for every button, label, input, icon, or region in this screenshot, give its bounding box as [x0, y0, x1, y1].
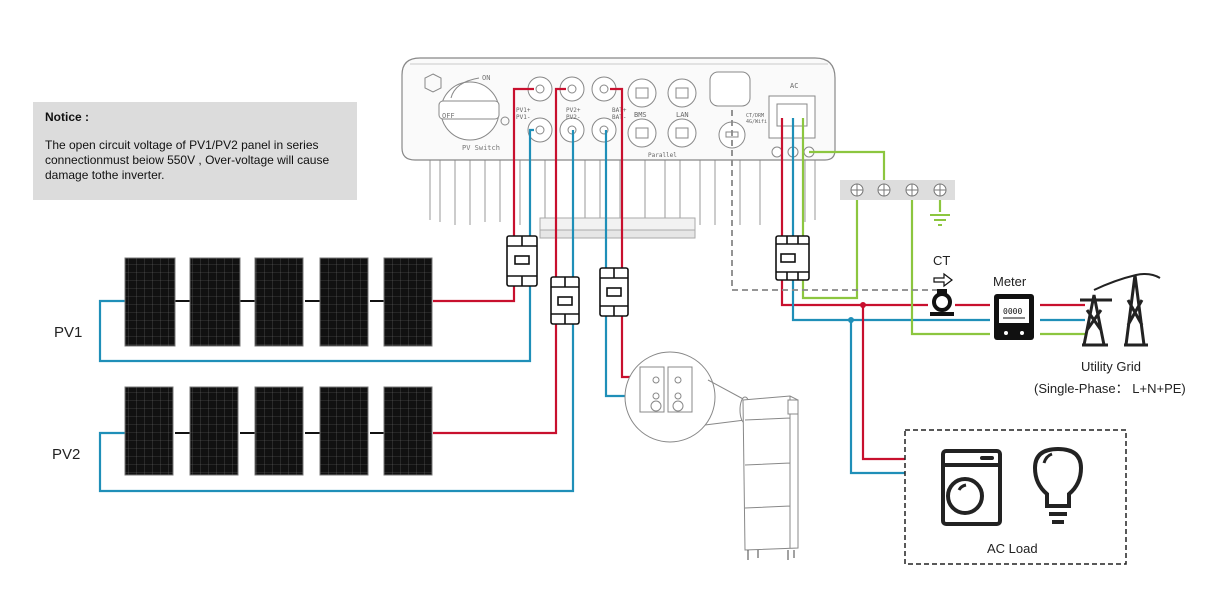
notice-box: Notice : The open circuit voltage of PV1… [33, 102, 357, 200]
ac-neutral-wire [791, 118, 1085, 322]
ct-label: CT [933, 253, 951, 268]
pv1-neg-wire [98, 128, 534, 363]
switch-on-text: ON [482, 74, 490, 82]
ac-load-label: AC Load [987, 541, 1038, 556]
solar-panel-icon [319, 257, 369, 347]
wires [98, 87, 1085, 493]
notice-title: Notice : [45, 110, 90, 124]
bat-neg-text: BAT- [612, 114, 626, 121]
solar-panel-icon [124, 257, 176, 347]
wifi-text: 4G/Wifi [746, 119, 767, 125]
comm-ports [627, 78, 697, 148]
pv2-neg-text: PV2- [566, 114, 580, 121]
solar-panel-icon [383, 257, 433, 347]
solar-panel-icon [124, 386, 174, 476]
pv1-pos-wire [433, 87, 534, 303]
solar-panel-icon [254, 386, 304, 476]
pv1-label: PV1 [54, 324, 83, 341]
pv2-string [124, 386, 433, 476]
bat-pos-text: BAT+ [612, 107, 627, 114]
solar-panel-icon [254, 257, 304, 347]
ct-port-text: CT/DRM [746, 113, 764, 119]
dc-breaker-icon[interactable] [599, 267, 629, 317]
switch-off-text: OFF [442, 112, 455, 120]
pv2-neg-wire [98, 130, 575, 493]
ground-icon [930, 214, 950, 226]
washing-machine-icon [941, 449, 1002, 526]
solar-panel-icon [189, 386, 239, 476]
pv2-label: PV2 [52, 446, 81, 463]
bms-text: BMS [634, 111, 647, 119]
pv1-string [124, 257, 433, 347]
energy-meter-icon: 0000 [994, 294, 1034, 340]
notice-body: The open circuit voltage of PV1/PV2 pane… [45, 138, 330, 182]
switch-label-text: PV Switch [462, 144, 500, 152]
hex-plug-icon [424, 73, 442, 93]
wifi-module [709, 71, 751, 107]
dc-breaker-icon[interactable] [550, 276, 580, 325]
junction-neutral [848, 317, 854, 323]
grid-spec-label: (Single-Phase： L+N+PE) [1034, 381, 1186, 396]
pv1-pos-text: PV1+ [516, 107, 531, 114]
pv1-neg-text: PV1- [516, 114, 530, 121]
grid-label: Utility Grid [1081, 359, 1141, 374]
inverter-heatsink [429, 160, 816, 239]
load-line-wire [861, 305, 905, 461]
load-neutral-wire [849, 320, 905, 475]
ac-earth-wire [801, 118, 1085, 336]
parallel-text: Parallel [648, 152, 677, 159]
transmission-tower-icon [1080, 273, 1161, 347]
solar-panel-icon [319, 386, 369, 476]
dc-breaker-icon[interactable] [506, 235, 538, 287]
ac-breaker-icon[interactable] [775, 235, 810, 281]
battery-stack-icon [624, 351, 799, 560]
ct-signal-wire [731, 110, 938, 291]
solar-panel-icon [383, 386, 433, 476]
earth-terminal-block [840, 180, 955, 226]
meter-display-text: 0000 [1003, 307, 1022, 316]
ac-text: AC [790, 82, 798, 90]
ct-clamp-icon [930, 272, 954, 316]
meter-label: Meter [993, 274, 1027, 289]
pv-switch[interactable]: ON OFF PV Switch [438, 74, 510, 152]
pv2-pos-text: PV2+ [566, 107, 581, 114]
pv2-pos-wire [433, 87, 566, 435]
junction-line [860, 302, 866, 308]
ac-line-wire [780, 118, 1085, 307]
lan-text: LAN [676, 111, 689, 119]
light-bulb-icon [1032, 446, 1084, 524]
solar-panel-icon [189, 257, 241, 347]
inverter: ON OFF PV Switch PV1+ PV1- PV2+ PV2- BAT… [401, 57, 836, 239]
ac-load-box [904, 429, 1127, 565]
